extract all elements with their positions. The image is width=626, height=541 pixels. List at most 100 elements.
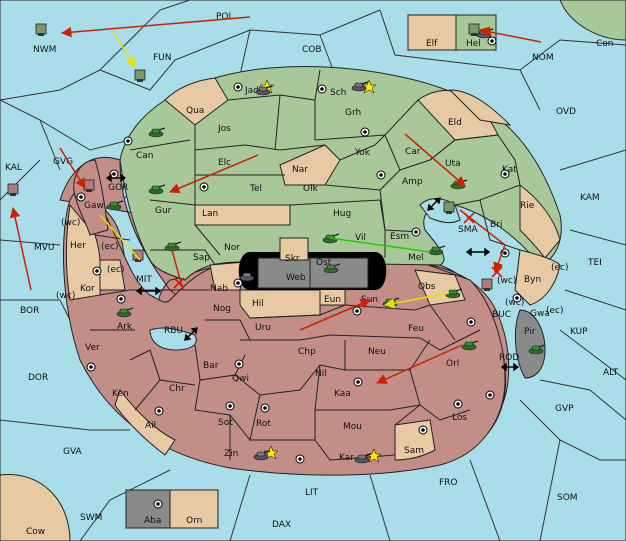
label-ost: Ost	[316, 258, 332, 268]
label-mit: MIT	[136, 275, 152, 285]
label-nor: Nor	[224, 243, 240, 253]
label-alt: ALT	[603, 368, 619, 378]
label-lan: Lan	[202, 209, 218, 219]
label-uru: Uru	[255, 323, 271, 333]
label-can: Can	[136, 151, 154, 161]
double-arrow-icon	[184, 327, 198, 341]
army-icon[interactable]	[116, 307, 134, 318]
army-icon[interactable]	[351, 81, 369, 92]
label-con: Con	[596, 39, 614, 49]
fleet-icon[interactable]	[7, 183, 19, 196]
supply-center-icon	[123, 136, 133, 146]
label-aba: Aba	[144, 516, 161, 526]
double-arrow-icon	[465, 247, 491, 257]
sea-labels: POL NWM FUN COB NOM Con OVD KAL GVG GOR …	[5, 12, 619, 537]
label-sap: Sap	[193, 253, 210, 263]
fleet-icon[interactable]	[481, 278, 493, 291]
label-som: SOM	[557, 493, 578, 503]
province-kor[interactable]	[99, 259, 126, 291]
label-sot: Sot	[218, 418, 233, 428]
province-rie[interactable]	[519, 183, 561, 259]
army-icon[interactable]	[323, 263, 341, 274]
label-eld: Eld	[448, 118, 462, 128]
province-elf[interactable]	[407, 14, 457, 51]
label-sam: Sam	[404, 446, 424, 456]
label-ark: Ark	[117, 322, 133, 332]
province-orn[interactable]	[169, 489, 219, 529]
label-ec-gaw: (ec)	[101, 242, 119, 252]
label-skr: Skr	[285, 254, 300, 264]
province-byn[interactable]	[514, 249, 561, 306]
supply-center-icon	[154, 406, 164, 416]
label-ver: Ver	[85, 343, 100, 353]
label-nom: NOM	[532, 53, 554, 63]
army-icon[interactable]	[255, 85, 273, 96]
supply-center-icon	[418, 425, 428, 435]
fleet-icon[interactable]	[35, 23, 47, 36]
support-line	[99, 214, 141, 261]
province-ost[interactable]	[309, 257, 369, 289]
fleet-icon[interactable]	[443, 201, 455, 214]
failed-order-icon	[463, 212, 475, 224]
army-icon[interactable]	[148, 184, 166, 195]
label-gor: GOR	[108, 183, 128, 193]
coast-ovd	[448, 89, 512, 126]
label-vil: Vil	[355, 233, 366, 243]
supply-center-icon	[86, 362, 96, 372]
label-fun: FUN	[153, 53, 172, 63]
label-obs: Obs	[418, 282, 436, 292]
army-icon[interactable]	[106, 200, 124, 211]
supply-center-icon	[353, 377, 363, 387]
army-icon[interactable]	[164, 241, 182, 252]
province-her[interactable]	[65, 203, 102, 301]
label-bor: BOR	[20, 306, 39, 316]
army-icon[interactable]	[322, 233, 340, 244]
army-icon[interactable]	[461, 340, 479, 351]
fleet-icon[interactable]	[468, 23, 480, 36]
province-pir[interactable]	[515, 309, 546, 379]
double-arrow-icon	[135, 286, 162, 296]
province-skr[interactable]	[279, 237, 309, 261]
province-lan[interactable]	[194, 204, 291, 226]
label-lit: LIT	[305, 488, 319, 498]
move-arrow	[60, 16, 251, 38]
label-grh: Grh	[345, 108, 361, 118]
label-gwa: Gwa	[530, 309, 550, 319]
province-ail[interactable]	[114, 388, 176, 456]
orders-layer	[9, 16, 542, 384]
failed-order-icon	[173, 277, 185, 289]
supply-center-icon	[76, 192, 86, 202]
move-arrow	[169, 154, 259, 194]
province-nar[interactable]	[279, 144, 341, 186]
label-kor: Kor	[80, 284, 95, 294]
label-mel: Mel	[408, 253, 424, 263]
label-chr: Chr	[169, 384, 185, 394]
label-olk: Olk	[303, 184, 319, 194]
double-arrow-icon	[500, 362, 520, 372]
fleet-icon[interactable]	[83, 179, 95, 192]
label-dor: DOR	[28, 373, 48, 383]
army-icon[interactable]	[428, 245, 446, 256]
fleet-icon[interactable]	[132, 249, 144, 262]
army-icon[interactable]	[445, 288, 463, 299]
label-hel: Hel	[466, 39, 481, 49]
army-icon[interactable]	[528, 344, 546, 355]
army-icon[interactable]	[253, 450, 271, 461]
label-chp: Chp	[298, 347, 316, 357]
label-jos: Jos	[217, 124, 231, 134]
label-ail: Ail	[145, 421, 156, 431]
label-mvu: MVU	[34, 243, 55, 253]
label-web: Web	[286, 273, 306, 283]
fleet-icon[interactable]	[134, 69, 146, 82]
province-qua[interactable]	[164, 77, 229, 126]
label-qua: Qua	[186, 106, 204, 116]
label-ken: Ken	[112, 389, 129, 399]
army-icon[interactable]	[354, 453, 372, 464]
army-icon[interactable]	[148, 127, 166, 138]
army-icon[interactable]	[239, 271, 257, 282]
label-jad: Jad	[244, 86, 259, 96]
label-gva: GVA	[63, 447, 83, 457]
rbu-bay	[149, 327, 197, 351]
